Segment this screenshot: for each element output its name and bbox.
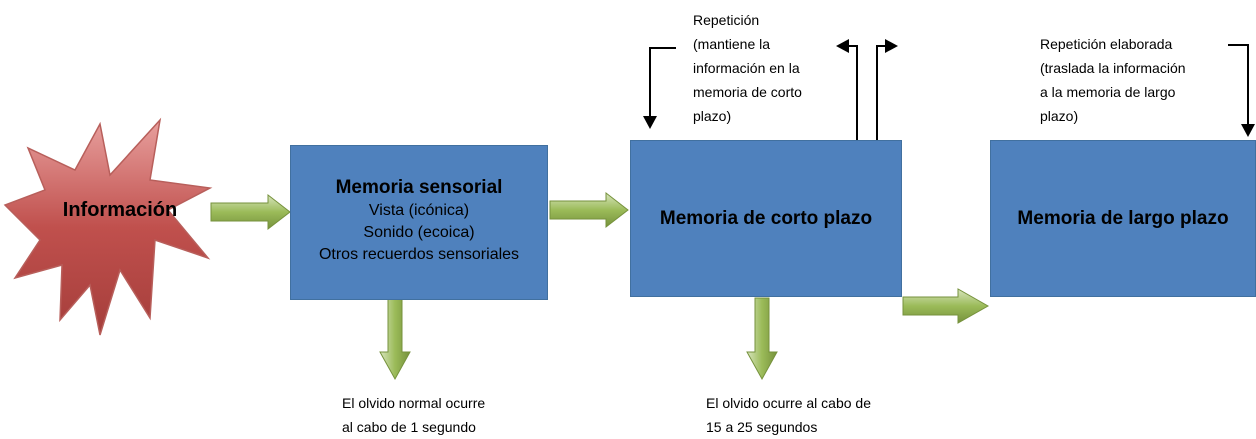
- sensory-line-sound: Sonido (ecoica): [363, 224, 475, 241]
- sensory-forgetting-note: El olvido normal ocurre al cabo de 1 seg…: [342, 395, 486, 435]
- thick-green-arrow-icon: [549, 191, 629, 229]
- thick-green-arrow-icon: [379, 297, 411, 381]
- black-line-arrow-icon: [885, 39, 898, 53]
- elaborative-rehearsal-note: Repetición elaborada (traslada la inform…: [1040, 36, 1186, 124]
- sensory-memory-title: Memoria sensorial: [335, 177, 503, 198]
- black-line-arrow-icon: [836, 39, 849, 53]
- black-line-arrow-icon: [1241, 124, 1255, 137]
- long-term-memory-box: Memoria de largo plazo: [990, 140, 1256, 297]
- black-line-arrow-icon: [649, 47, 676, 118]
- black-line-arrow-icon: [846, 45, 858, 140]
- short-term-memory-title: Memoria de corto plazo: [659, 207, 873, 229]
- thick-green-arrow-icon: [902, 288, 990, 324]
- black-line-arrow-icon: [643, 116, 657, 129]
- black-line-arrow-icon: [876, 45, 887, 140]
- sensory-line-vision: Vista (icónica): [368, 202, 470, 219]
- thick-green-arrow-icon: [210, 193, 291, 231]
- sensory-line-other: Otros recuerdos sensoriales: [318, 246, 520, 263]
- sensory-memory-box: Memoria sensorial Vista (icónica) Sonido…: [290, 145, 548, 300]
- thick-green-arrow-icon: [746, 297, 778, 381]
- information-label: Información: [62, 199, 178, 221]
- short-term-memory-box: Memoria de corto plazo: [630, 140, 902, 297]
- long-term-memory-title: Memoria de largo plazo: [1017, 207, 1229, 229]
- rehearsal-note: Repetición (mantiene la información en l…: [693, 12, 802, 124]
- explosion-star-icon: [3, 117, 213, 336]
- short-term-forgetting-note: El olvido ocurre al cabo de 15 a 25 segu…: [706, 395, 871, 435]
- black-line-arrow-icon: [1228, 44, 1249, 126]
